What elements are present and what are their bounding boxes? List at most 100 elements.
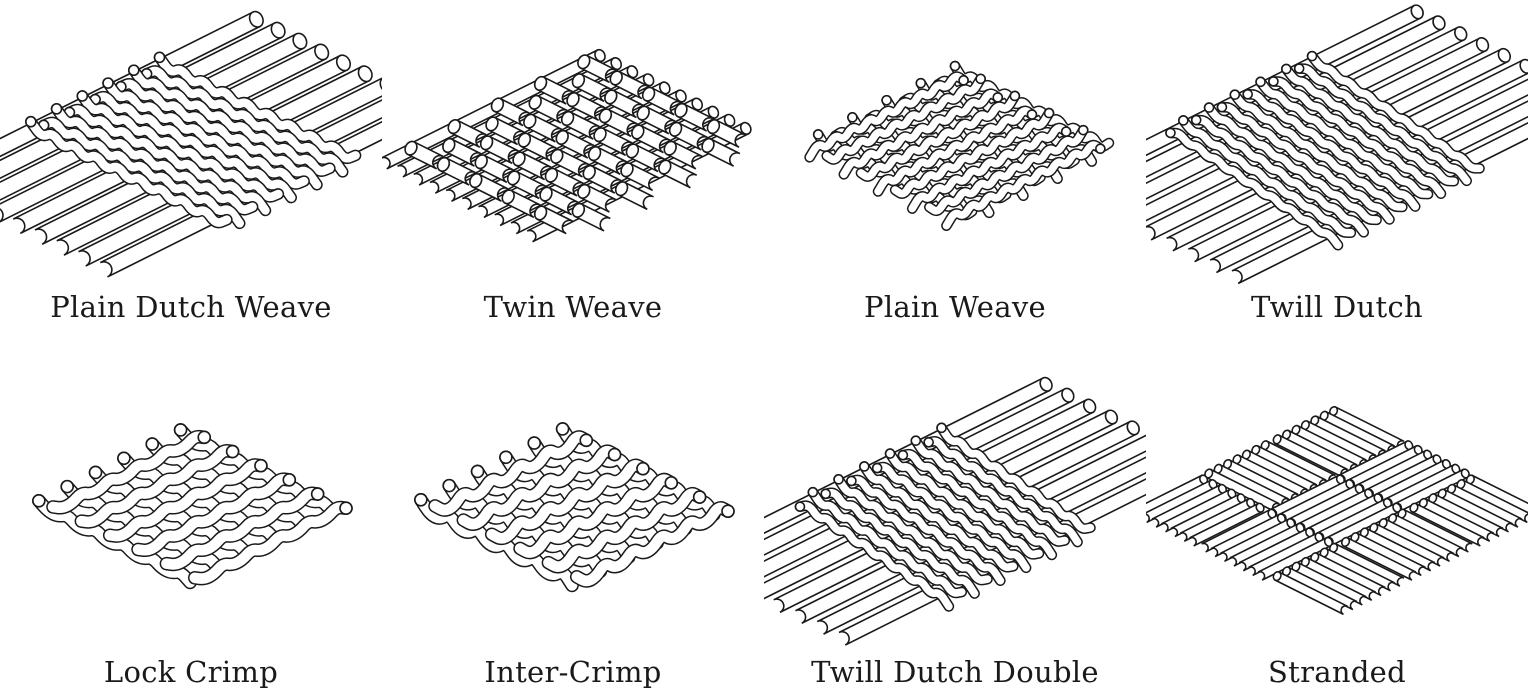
strand-rod (1319, 547, 1395, 592)
weft-segment (577, 54, 617, 84)
weft-wire (115, 78, 323, 191)
plain-weave-illustration (804, 60, 1115, 231)
weft-segment (587, 146, 627, 175)
weft-segment (533, 205, 573, 235)
warp-wire (924, 124, 1089, 217)
weft-wire (76, 90, 285, 203)
weft-segment (620, 162, 660, 192)
weft-segment (404, 140, 444, 170)
weft-segment (474, 154, 514, 184)
weft-segment (625, 143, 665, 173)
weft-segment (528, 94, 568, 124)
weft-segment (636, 105, 676, 135)
weft-segment (539, 186, 579, 216)
weft-segment (571, 202, 611, 232)
strand-rod (1319, 410, 1395, 455)
weft-wire (1268, 76, 1447, 199)
weft-segment (631, 124, 671, 154)
warp-wire (855, 90, 1021, 182)
strand-rod (1238, 527, 1315, 572)
crimped-wire (513, 472, 679, 560)
weave-cell-lock-crimp: Lock Crimp (0, 347, 382, 694)
weft-wire (50, 103, 259, 216)
weft-segment (485, 116, 525, 146)
weft-wire (1255, 76, 1434, 200)
weave-label: Stranded (1267, 655, 1407, 689)
weft-wire (807, 486, 968, 599)
strand-rod (1456, 479, 1528, 524)
warp-wire (906, 122, 1072, 214)
strand-rod (1189, 502, 1265, 547)
weft-segment (517, 132, 557, 162)
crimped-wire (159, 486, 325, 572)
strand-rod (1210, 513, 1287, 558)
weft-wire (833, 474, 993, 586)
weft-wire (897, 448, 1058, 561)
strand-rod (1300, 556, 1377, 601)
weft-segment (479, 135, 519, 165)
weft-wire (102, 77, 310, 190)
crimped-wire (187, 500, 353, 586)
strand-rod (1281, 566, 1358, 611)
crimped-wire (456, 444, 622, 531)
strand-rod (1161, 488, 1237, 533)
crimped-wire (131, 472, 297, 558)
weft-wire (1216, 101, 1395, 225)
weave-label: Twill Dutch Double (811, 655, 1099, 689)
weft-segment (582, 164, 622, 194)
twill-dutch-double-illustration (764, 376, 1146, 646)
weft-segment (658, 159, 698, 189)
weft-wire (859, 461, 1019, 573)
weft-wire (923, 436, 1083, 548)
strand-rod (1340, 536, 1417, 581)
strand-rod (1310, 552, 1386, 597)
weft-segment (560, 110, 600, 140)
weft-wire (127, 64, 336, 177)
weft-segment (533, 75, 573, 105)
weft-segment (523, 113, 563, 143)
weft-segment (577, 183, 617, 213)
strand-rod (1428, 493, 1504, 538)
weft-wire (89, 90, 297, 204)
weft-wire (1229, 89, 1408, 213)
strand-rod (1369, 522, 1445, 567)
plain-dutch-weave-illustration (0, 10, 382, 278)
weft-segment (506, 170, 546, 200)
weft-wire (1242, 88, 1421, 212)
weft-wire (25, 115, 233, 229)
weft-segment (512, 151, 552, 181)
weft-segment (550, 148, 590, 178)
weft-segment (614, 181, 654, 211)
weft-segment (598, 108, 638, 138)
weft-segment (604, 89, 644, 119)
crimped-wire (46, 429, 212, 515)
weft-segment (447, 119, 487, 148)
warp-wire (889, 107, 1055, 199)
warp-wire (838, 88, 1004, 180)
strand-rod (1437, 488, 1513, 533)
weft-wire (910, 435, 1070, 547)
strand-rod (1151, 483, 1228, 528)
weft-wire (820, 487, 980, 599)
weave-label: Plain Weave (864, 290, 1046, 324)
weft-wire (1203, 102, 1382, 226)
weft-segment (571, 73, 611, 103)
weft-segment (701, 137, 741, 167)
strand-rod (1272, 570, 1348, 616)
weave-label: Lock Crimp (103, 655, 279, 689)
weft-segment (706, 119, 746, 148)
weave-cell-twill-dutch-double: Twill Dutch Double (764, 347, 1146, 694)
weft-wire (1293, 63, 1472, 187)
weft-segment (566, 92, 606, 121)
strand-rod (1146, 479, 1218, 524)
crimped-wire (541, 486, 707, 574)
weft-wire (1165, 127, 1344, 251)
strand-rod (1229, 522, 1305, 567)
weft-segment (544, 167, 584, 197)
weft-wire (1190, 114, 1370, 238)
weft-wire (871, 461, 1032, 574)
warp-wire (941, 139, 1106, 231)
strand-rod (1397, 508, 1473, 553)
twill-dutch-illustration (1146, 4, 1528, 285)
lock-crimp-illustration (32, 423, 353, 590)
